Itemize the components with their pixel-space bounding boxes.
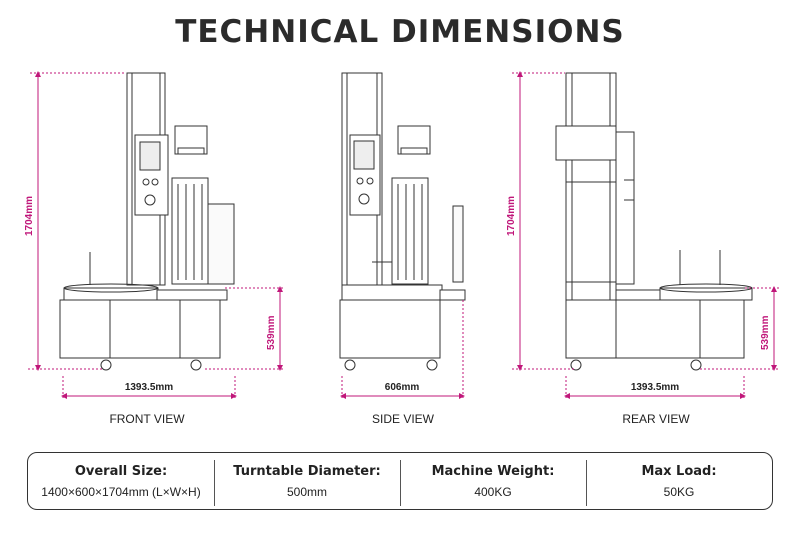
rear-view-drawing <box>555 72 753 371</box>
side-width-label: 606mm <box>385 382 420 393</box>
spec-overall-size: Overall Size: 1400×600×1704mm (L×W×H) <box>28 464 214 499</box>
rear-height-label: 1704mm <box>506 196 517 236</box>
rear-table-height-label: 539mm <box>760 315 771 350</box>
side-view-drawing <box>339 72 466 371</box>
front-height-label: 1704mm <box>24 196 35 236</box>
front-table-height-label: 539mm <box>266 315 277 350</box>
front-width-label: 1393.5mm <box>125 382 173 393</box>
spec-label: Overall Size: <box>74 463 168 479</box>
spec-turntable-diameter: Turntable Diameter: 500mm <box>214 459 400 506</box>
spec-value: 400KG <box>474 484 512 499</box>
spec-value: 500mm <box>286 484 327 499</box>
rear-width-label: 1393.5mm <box>631 382 679 393</box>
spec-machine-weight: Machine Weight: 400KG <box>400 459 586 506</box>
specs-panel: Overall Size: 1400×600×1704mm (L×W×H) Tu… <box>27 452 773 510</box>
spec-value: 50KG <box>663 484 695 499</box>
rear-view-label: REAR VIEW <box>622 412 690 426</box>
front-view-drawing <box>59 72 235 371</box>
side-view-label: SIDE VIEW <box>371 412 434 426</box>
spec-max-load: Max Load: 50KG <box>586 459 772 506</box>
spec-value: 1400×600×1704mm (L×W×H) <box>41 484 201 499</box>
spec-label: Turntable Diameter: <box>233 463 381 479</box>
page-title: TECHNICAL DIMENSIONS <box>175 14 625 50</box>
spec-label: Max Load: <box>641 463 717 479</box>
front-view-label: FRONT VIEW <box>109 412 185 426</box>
spec-label: Machine Weight: <box>431 463 555 479</box>
